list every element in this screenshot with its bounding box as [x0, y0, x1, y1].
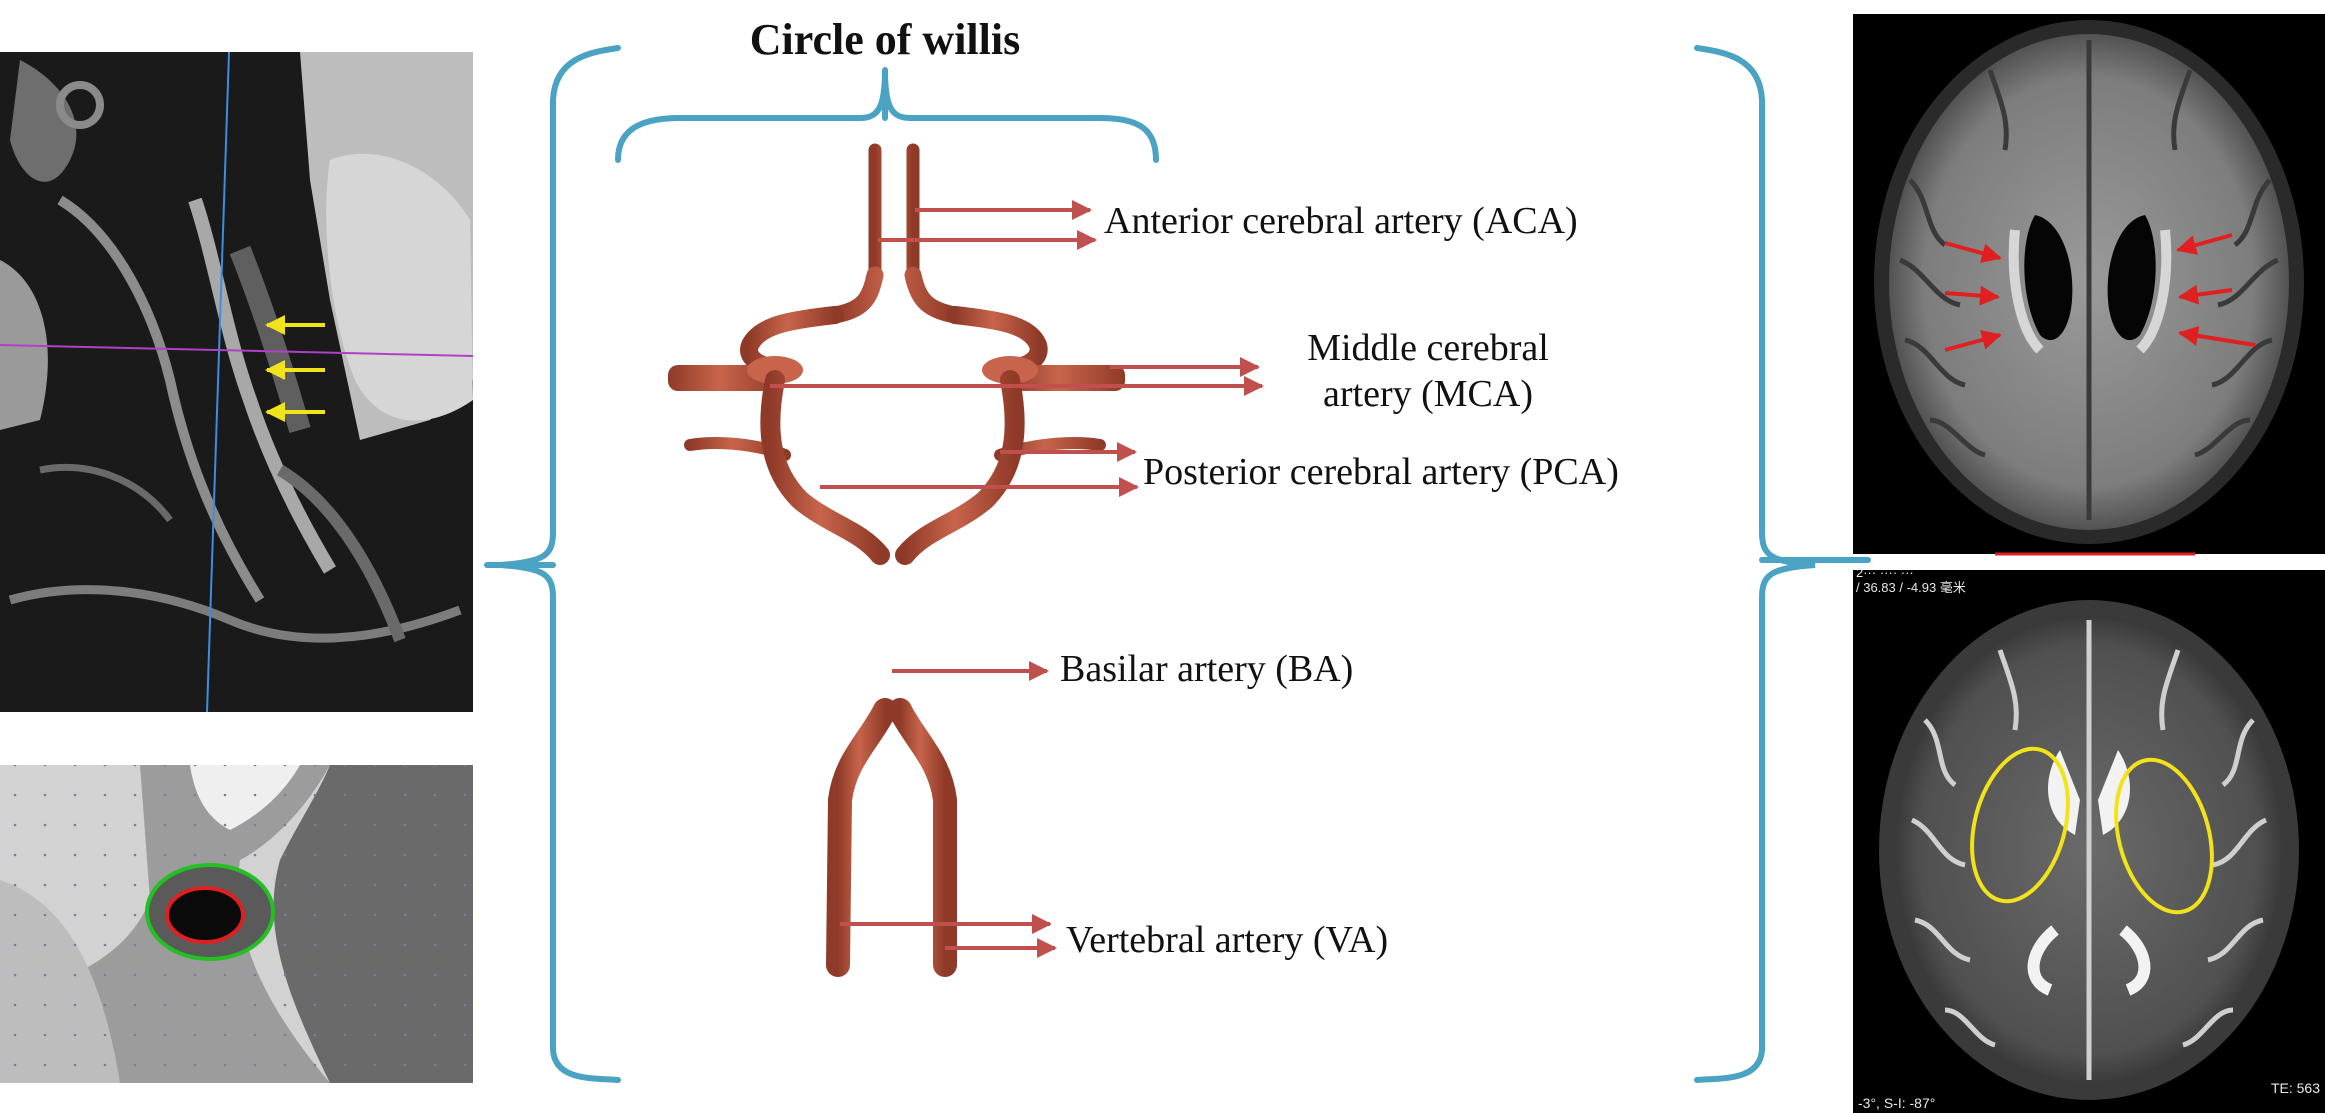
label-mca-line1: Middle cerebral	[1307, 327, 1549, 369]
red-arrow	[2178, 325, 2256, 347]
red-arrow	[1944, 330, 2002, 352]
vertebral-artery-left-shape	[826, 698, 897, 977]
mri-overlay-bottom-left: -3°, S-I: -87°	[1858, 1095, 1935, 1111]
red-arrow	[2176, 233, 2233, 255]
vertebral-artery-right-shape	[888, 698, 957, 977]
left-bracket	[484, 45, 621, 1083]
yellow-ellipse-left	[1970, 746, 2070, 904]
right-bracket	[1694, 45, 1871, 1083]
yellow-ellipse-right	[2114, 757, 2214, 915]
red-arrow	[2178, 284, 2233, 305]
label-pca: Posterior cerebral artery (PCA)	[1143, 451, 1619, 493]
label-va: Vertebral artery (VA)	[1066, 919, 1388, 961]
label-aca: Anterior cerebral artery (ACA)	[1104, 200, 1578, 242]
right-top-flair-mri	[1853, 14, 2325, 556]
circle-of-willis-illustration	[668, 143, 1125, 977]
mri-overlay-bottom-right: TE: 563	[2271, 1080, 2320, 1096]
left-top-vessel-mri	[0, 51, 474, 713]
red-arrow	[1944, 241, 2002, 263]
left-bottom-crosssection-mri	[0, 765, 473, 1083]
right-bottom-t2-mri	[1853, 570, 2325, 1113]
mri-overlay-top-line2: / 36.83 / -4.93 毫米	[1856, 580, 1966, 595]
pointer-arrows	[770, 200, 1264, 958]
top-bracket	[615, 67, 1159, 163]
red-contour	[165, 886, 245, 944]
label-ba: Basilar artery (BA)	[1060, 648, 1353, 690]
label-mca-line2: artery (MCA)	[1323, 373, 1533, 415]
anterior-cerebral-artery-shape	[868, 143, 920, 287]
mri-overlay-top-line1: 2··· ···· ···	[1856, 565, 1914, 580]
red-arrow	[1944, 285, 2000, 306]
diagram-title: Circle of willis	[750, 15, 1020, 64]
